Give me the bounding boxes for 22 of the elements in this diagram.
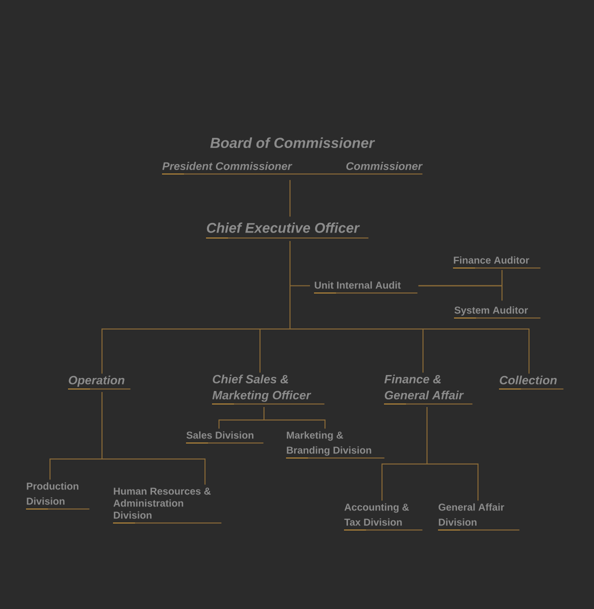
position-title: Commissioner [346,162,423,170]
position-title: Chief Sales & Marketing Officer [212,374,325,404]
unit-title: Unit Internal Audit [314,281,418,294]
unit-title: System Auditor [454,306,541,318]
connector-line [290,240,530,374]
unit-title: Human Resources & Administration Division [112,488,222,524]
position-title: President Commissioner [162,162,292,170]
unit-title: Marketing & Branding Division [286,431,385,458]
unit-title: General Affair Division [438,503,520,530]
position-title: Operation [68,376,131,390]
position-title: Collection [498,376,564,390]
unit-title: Finance Auditor [452,256,541,268]
unit-title: Accounting & Tax Division [344,503,423,530]
connector-line [418,285,502,302]
position-title: Chief Executive Officer [206,222,369,238]
connector-line [102,392,206,486]
position-title: Finance & General Affair [384,374,473,404]
connector-line [426,406,478,502]
board-title: Board of Commissioner [210,137,376,148]
unit-title: Sales Division [186,431,264,444]
unit-title: Production Division [26,482,90,510]
connector-line [264,406,326,430]
